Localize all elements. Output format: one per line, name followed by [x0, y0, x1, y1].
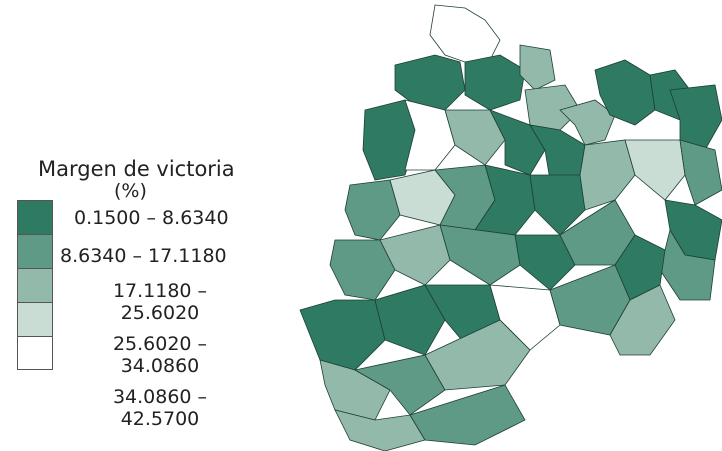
map-region [444, 109, 506, 166]
legend-label-3: 17.1180 – 25.6020 [112, 280, 208, 324]
map-region [559, 99, 616, 146]
map-region [529, 174, 586, 236]
map-legend: Margen de victoria (%) 0.1500 – 8.6340 8… [0, 0, 300, 451]
legend-unit: (%) [114, 180, 147, 202]
legend-swatch-1 [17, 200, 53, 234]
legend-label-4: 25.6020 – 34.0860 [112, 333, 208, 377]
map-region [394, 54, 466, 111]
map-region [424, 319, 531, 391]
map-region [429, 4, 501, 63]
map-region [439, 224, 521, 286]
map-region [609, 284, 676, 356]
map-region [679, 139, 722, 206]
map-region [299, 299, 386, 371]
legend-swatch-3 [17, 268, 53, 302]
legend-title: Margen de victoria [38, 157, 235, 181]
legend-label-2: 8.6340 – 17.1180 [60, 245, 227, 267]
map-region [579, 139, 636, 211]
legend-label-5: 34.0860 – 42.5700 [112, 386, 208, 430]
map-region [409, 384, 526, 446]
map-regions [299, 4, 722, 451]
map-region [353, 354, 446, 416]
map-region [489, 284, 561, 351]
legend-swatch-5 [17, 336, 53, 370]
legend-label-1: 0.1500 – 8.6340 [74, 207, 229, 229]
choropleth-map [299, 4, 722, 451]
map-region [344, 179, 401, 241]
map-region [514, 234, 576, 291]
legend-swatch-4 [17, 302, 53, 336]
legend-swatch-2 [17, 234, 53, 268]
map-region [464, 54, 526, 111]
map-region [379, 224, 451, 286]
map-region [374, 284, 446, 356]
map-region [519, 44, 556, 91]
map-region [594, 59, 656, 126]
map-region [624, 139, 686, 201]
